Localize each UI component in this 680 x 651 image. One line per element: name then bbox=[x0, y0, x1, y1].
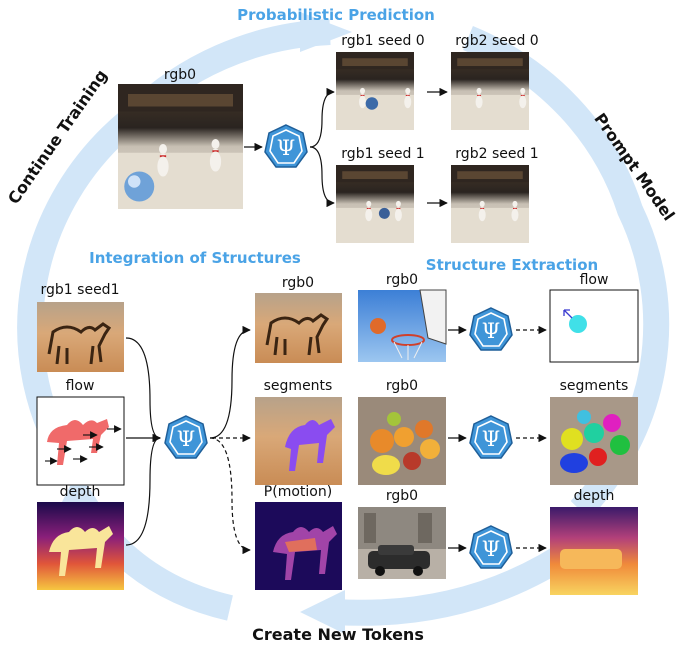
label-extraction-input-rgb0-3: rgb0 bbox=[386, 488, 418, 504]
label-extraction-input-rgb0-2: rgb0 bbox=[386, 378, 418, 394]
label-integration-output-rgb0: rgb0 bbox=[282, 275, 314, 291]
title-integration-of-structures: Integration of Structures bbox=[89, 249, 301, 267]
street-car-image bbox=[358, 507, 446, 579]
label-extraction-output-segments: segments bbox=[560, 378, 629, 394]
title-structure-extraction: Structure Extraction bbox=[426, 256, 598, 274]
label-extraction-output-depth: depth bbox=[574, 488, 615, 504]
psi-heptagon-icon bbox=[469, 525, 513, 569]
flow-camel-image bbox=[36, 396, 125, 486]
label-integration-input-depth: depth bbox=[60, 484, 101, 500]
rgb2-seed1-image bbox=[451, 165, 529, 243]
rgb0-bowling-image bbox=[118, 84, 243, 209]
psi-heptagon-icon bbox=[164, 415, 208, 459]
label-rgb2-seed0: rgb2 seed 0 bbox=[455, 33, 538, 49]
integration-arrows bbox=[125, 325, 251, 555]
label-rgb2-seed1: rgb2 seed 1 bbox=[455, 146, 538, 162]
psi-heptagon-icon bbox=[264, 124, 308, 168]
label-rgb1-seed0: rgb1 seed 0 bbox=[341, 33, 424, 49]
psi-heptagon-icon bbox=[469, 415, 513, 459]
rgb1-seed1-image bbox=[336, 165, 414, 243]
label-integration-output-p-motion: P(motion) bbox=[264, 484, 332, 500]
rgb1-seed1-camel-image bbox=[37, 302, 124, 372]
segments-camel-image bbox=[255, 397, 342, 485]
label-rgb0-prediction: rgb0 bbox=[164, 67, 196, 83]
title-probabilistic-prediction: Probabilistic Prediction bbox=[237, 6, 435, 24]
title-create-new-tokens: Create New Tokens bbox=[252, 625, 424, 644]
psi-heptagon-icon bbox=[469, 307, 513, 351]
rgb2-seed0-image bbox=[451, 52, 529, 130]
prediction-arrows bbox=[244, 87, 448, 208]
label-integration-output-segments: segments bbox=[264, 378, 333, 394]
label-extraction-input-rgb0-1: rgb0 bbox=[386, 272, 418, 288]
rgb1-seed0-image bbox=[336, 52, 414, 130]
p-motion-camel-image bbox=[255, 502, 342, 590]
label-integration-input-rgb1-seed1: rgb1 seed1 bbox=[41, 282, 120, 298]
flow-output-image bbox=[549, 289, 639, 363]
label-extraction-output-flow: flow bbox=[580, 272, 609, 288]
segments-output-image bbox=[550, 397, 638, 485]
depth-camel-image bbox=[37, 502, 124, 590]
fruits-image bbox=[358, 397, 446, 485]
basketball-image bbox=[358, 289, 447, 362]
depth-output-image bbox=[550, 507, 638, 595]
extraction-arrows bbox=[448, 325, 547, 553]
rgb0-camel-image bbox=[255, 293, 342, 363]
label-integration-input-flow: flow bbox=[66, 378, 95, 394]
label-rgb1-seed1: rgb1 seed 1 bbox=[341, 146, 424, 162]
